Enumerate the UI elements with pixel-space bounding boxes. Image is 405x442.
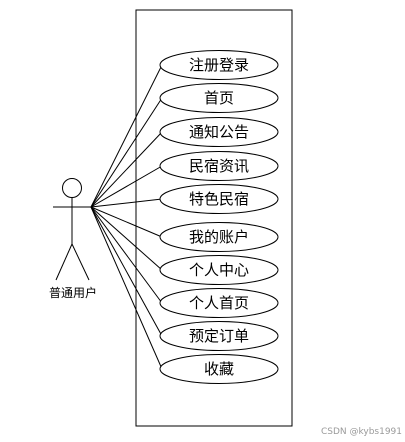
use-case-homestay-info: 民宿资讯	[159, 151, 279, 181]
use-case-ellipse	[159, 321, 279, 351]
use-case-ellipse	[159, 83, 279, 113]
use-case-ellipse	[159, 255, 279, 285]
use-case-ellipse	[159, 184, 279, 214]
use-case-ellipse	[159, 354, 279, 384]
use-case-home: 首页	[159, 83, 279, 113]
association-lines	[90, 64, 163, 370]
actor-figure	[53, 178, 91, 281]
use-case-label: 个人中心	[189, 261, 249, 279]
use-case-ellipse	[159, 288, 279, 318]
use-case-ellipse	[159, 50, 279, 80]
use-case-label: 注册登录	[189, 56, 249, 74]
use-case-label: 特色民宿	[189, 190, 249, 208]
association-line-homestay-info	[90, 165, 163, 208]
watermark: CSDN @kybs1991	[321, 427, 402, 437]
use-case-label: 预定订单	[189, 327, 249, 345]
association-line-personal-home	[90, 206, 163, 304]
use-case-label: 通知公告	[189, 123, 249, 141]
use-case-label: 民宿资讯	[189, 157, 249, 175]
use-case-label: 首页	[204, 89, 234, 107]
use-case-featured-homestay: 特色民宿	[159, 184, 279, 214]
use-case-ellipse	[159, 117, 279, 147]
use-case-personal-center: 个人中心	[159, 255, 279, 285]
association-line-home	[90, 97, 163, 208]
association-line-my-account	[90, 206, 163, 238]
actor-head	[62, 178, 82, 198]
use-case-booking-order: 预定订单	[159, 321, 279, 351]
actor-left-leg	[55, 243, 73, 281]
use-case-personal-home: 个人首页	[159, 288, 279, 318]
use-case-register-login: 注册登录	[159, 50, 279, 80]
use-case-ellipse	[159, 222, 279, 252]
association-line-personal-center	[90, 206, 163, 271]
use-case-label: 收藏	[204, 360, 234, 378]
actor-label: 普通用户	[49, 285, 97, 300]
use-case-favorites: 收藏	[159, 354, 279, 384]
use-case-notice: 通知公告	[159, 117, 279, 147]
use-case-my-account: 我的账户	[159, 222, 279, 252]
use-case-ellipse	[159, 151, 279, 181]
association-line-booking-order	[90, 206, 163, 337]
use-case-label: 我的账户	[189, 228, 249, 246]
association-line-featured-homestay	[90, 198, 163, 208]
association-line-favorites	[90, 206, 163, 370]
use-case-label: 个人首页	[189, 294, 249, 312]
actor-right-leg	[71, 243, 90, 281]
association-line-register-login	[90, 64, 163, 208]
system-boundary	[135, 9, 293, 427]
association-line-notice	[90, 131, 163, 208]
